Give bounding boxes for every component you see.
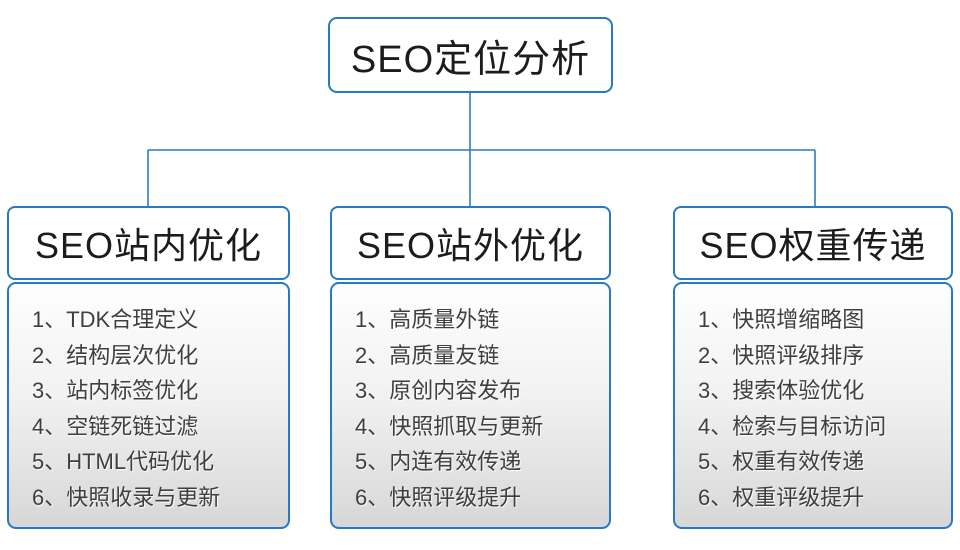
list-item: 4、快照抓取与更新 <box>355 413 544 439</box>
list-item: 2、结构层次优化 <box>32 342 199 368</box>
list-item: 1、快照增缩略图 <box>698 307 865 332</box>
list-item: 1、高质量外链 <box>355 307 500 332</box>
branch-list-offsite: 1、高质量外链 2、高质量友链 3、原创内容发布 4、快照抓取与更新 5、内连有… <box>330 282 611 529</box>
list-item: 3、站内标签优化 <box>32 378 199 404</box>
branch-list-weight: 1、快照增缩略图 2、快照评级排序 3、搜索体验优化 4、检索与目标访问 5、权… <box>673 282 953 529</box>
list-item: 6、快照收录与更新 <box>32 484 221 510</box>
branch-header-weight: SEO权重传递 <box>673 206 953 280</box>
branch-list-onsite: 1、TDK合理定义 2、结构层次优化 3、站内标签优化 4、空链死链过滤 5、H… <box>7 282 290 529</box>
list-item: 5、HTML代码优化 <box>32 449 215 475</box>
list-item: 4、空链死链过滤 <box>32 413 199 439</box>
branch-weight-transfer: SEO权重传递 1、快照增缩略图 2、快照评级排序 3、搜索体验优化 4、检索与… <box>673 206 953 529</box>
list-item: 5、内连有效传递 <box>355 449 522 475</box>
branch-header-onsite: SEO站内优化 <box>7 206 290 280</box>
list-item: 6、权重评级提升 <box>698 484 865 510</box>
list-item: 4、检索与目标访问 <box>698 413 887 439</box>
list-item: 1、TDK合理定义 <box>32 307 199 332</box>
list-item: 2、高质量友链 <box>355 342 500 368</box>
list-item: 6、快照评级提升 <box>355 484 522 510</box>
branch-header-offsite: SEO站外优化 <box>330 206 611 280</box>
branch-title: SEO权重传递 <box>699 225 927 266</box>
branch-title: SEO站内优化 <box>34 225 263 266</box>
list-item: 5、权重有效传递 <box>698 449 865 475</box>
list-item: 3、原创内容发布 <box>355 378 522 404</box>
branch-onsite-optimization: SEO站内优化 1、TDK合理定义 2、结构层次优化 3、站内标签优化 4、空链… <box>7 206 290 529</box>
list-item: 3、搜索体验优化 <box>698 378 865 404</box>
branch-offsite-optimization: SEO站外优化 1、高质量外链 2、高质量友链 3、原创内容发布 4、快照抓取与… <box>330 206 611 529</box>
list-item: 2、快照评级排序 <box>698 342 865 368</box>
root-node-label: SEO定位分析 <box>350 38 591 81</box>
branch-title: SEO站外优化 <box>356 225 585 266</box>
root-node-seo-positioning: SEO定位分析 <box>328 17 613 93</box>
